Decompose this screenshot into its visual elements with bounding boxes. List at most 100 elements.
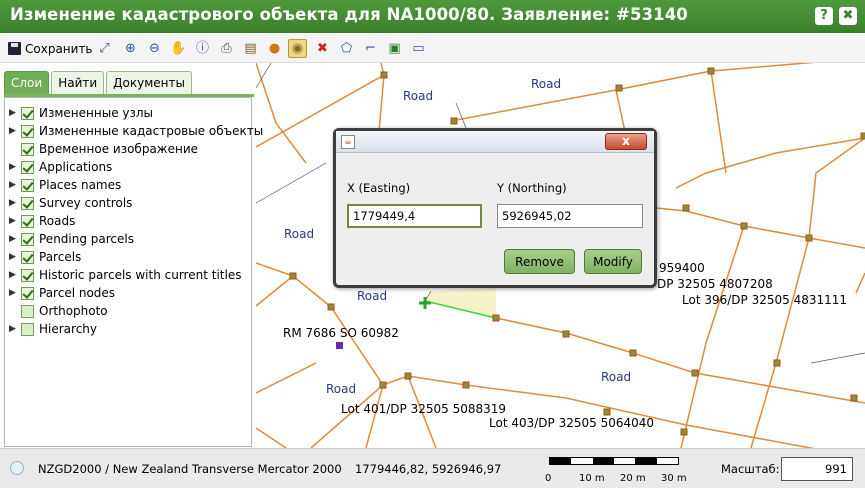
layer-row[interactable]: ▶ Измененные узлы bbox=[9, 104, 153, 122]
scale-bar bbox=[549, 457, 679, 465]
road-label-5: Road bbox=[326, 382, 357, 396]
layer-row[interactable]: ▶Historic parcels with current titles bbox=[9, 266, 241, 284]
zoom-out-icon[interactable]: ⊖ bbox=[149, 41, 160, 56]
floppy-disk-icon bbox=[8, 42, 21, 55]
parcel-nodes bbox=[289, 67, 865, 436]
layer-checkbox[interactable] bbox=[21, 142, 34, 156]
scale-label: Масштаб: bbox=[721, 462, 780, 476]
title-bar: Изменение кадастрового объекта для NA100… bbox=[0, 0, 865, 33]
expand-arrow-icon[interactable]: ▶ bbox=[9, 270, 16, 280]
layer-checkbox[interactable] bbox=[21, 160, 34, 174]
expand-arrow-icon[interactable]: ▶ bbox=[9, 252, 16, 262]
tab-documents[interactable]: Документы bbox=[106, 71, 192, 95]
layer-checkbox[interactable] bbox=[21, 196, 34, 210]
layer-row[interactable]: ▶Hierarchy bbox=[9, 320, 97, 338]
scale-tick-10: 10 m bbox=[579, 473, 605, 484]
expand-arrow-icon[interactable]: ▶ bbox=[9, 324, 16, 334]
zoom-extent-icon[interactable]: ⤢ bbox=[99, 41, 110, 56]
layer-checkbox[interactable] bbox=[21, 214, 34, 228]
expand-arrow-icon[interactable]: ▶ bbox=[9, 288, 16, 298]
layer-row[interactable]: Временное изображение bbox=[9, 140, 198, 158]
layer-label: Roads bbox=[39, 214, 76, 228]
modify-button[interactable]: Modify bbox=[584, 249, 642, 274]
export-icon[interactable]: ▣ bbox=[388, 41, 401, 56]
scale-input[interactable] bbox=[781, 457, 853, 481]
layer-row[interactable]: ▶Измененные кадастровые объекты bbox=[9, 122, 263, 140]
crs-label: NZGD2000 / New Zealand Transverse Mercat… bbox=[38, 462, 342, 476]
layer-checkbox[interactable] bbox=[21, 322, 34, 336]
layer-checkbox[interactable] bbox=[21, 304, 34, 318]
edit-node-icon[interactable]: ◉ bbox=[288, 39, 307, 58]
status-bar: NZGD2000 / New Zealand Transverse Mercat… bbox=[0, 448, 865, 488]
info-icon[interactable]: ⓘ bbox=[195, 41, 209, 56]
x-easting-input[interactable] bbox=[347, 204, 482, 228]
help-button[interactable]: ? bbox=[815, 7, 833, 25]
expand-arrow-icon[interactable]: ▶ bbox=[9, 126, 16, 136]
layers-panel: Слои Найти Документы ▶ Измененные узлы ▶Из… bbox=[0, 63, 263, 448]
toolbar: Сохранить ⤢ ⊕ ⊖ ✋ ⓘ ⎙ ▤ ● ◉ ✖ ⬠ ⌐ ▣ ▭ bbox=[0, 33, 865, 63]
java-icon: ☕ bbox=[341, 135, 355, 149]
close-window-button[interactable]: ✖ bbox=[839, 7, 857, 25]
expand-arrow-icon[interactable]: ▶ bbox=[9, 234, 16, 244]
layer-label: Измененные узлы bbox=[39, 106, 154, 120]
pan-hand-icon[interactable]: ✋ bbox=[170, 41, 187, 56]
layer-checkbox[interactable] bbox=[21, 232, 34, 246]
dp-4807208-label: DP 32505 4807208 bbox=[657, 277, 773, 291]
selected-parcel-fill bbox=[425, 288, 496, 318]
road-label-1: Road bbox=[403, 89, 434, 103]
road-label-2: Road bbox=[531, 77, 562, 91]
parcel-lines bbox=[256, 63, 865, 364]
layer-checkbox[interactable] bbox=[21, 286, 34, 300]
layer-label: Parcels bbox=[39, 250, 82, 264]
layers-icon[interactable]: ▤ bbox=[244, 41, 257, 56]
save-button[interactable]: Сохранить bbox=[8, 40, 93, 57]
lot-396-label: Lot 396/DP 32505 4831111 bbox=[682, 293, 848, 307]
layer-row[interactable]: ▶Applications bbox=[9, 158, 112, 176]
layer-row[interactable]: ▶ Roads bbox=[9, 212, 75, 230]
window-title: Изменение кадастрового объекта для NA100… bbox=[10, 5, 688, 24]
print-icon[interactable]: ⎙ bbox=[221, 41, 232, 56]
expand-arrow-icon[interactable]: ▶ bbox=[9, 162, 16, 172]
select-line-icon[interactable]: ⌐ bbox=[365, 41, 376, 56]
dialog-close-button[interactable]: x bbox=[605, 133, 647, 150]
expand-arrow-icon[interactable]: ▶ bbox=[9, 108, 16, 118]
save-label: Сохранить bbox=[25, 41, 93, 56]
layer-label: Parcel nodes bbox=[39, 286, 116, 300]
layer-row[interactable]: ▶ Parcels bbox=[9, 248, 81, 266]
map-canvas[interactable]: Road Road Road Road Road Road RM 7686 SO… bbox=[256, 63, 865, 448]
layer-row[interactable]: ▶ Parcel nodes bbox=[9, 284, 115, 302]
layer-row[interactable]: ▶Survey controls bbox=[9, 194, 132, 212]
expand-arrow-icon[interactable]: ▶ bbox=[9, 216, 16, 226]
tab-find[interactable]: Найти bbox=[51, 71, 105, 95]
layer-row[interactable]: Orthophoto bbox=[9, 302, 108, 320]
delete-icon[interactable]: ✖ bbox=[317, 41, 328, 56]
dialog-titlebar: ☕ x bbox=[336, 131, 654, 153]
road-lines bbox=[256, 63, 865, 448]
add-node-icon[interactable]: ● bbox=[268, 41, 281, 56]
num-959400-label: 959400 bbox=[659, 261, 705, 275]
layer-row[interactable]: ▶Places names bbox=[9, 176, 121, 194]
remove-button[interactable]: Remove bbox=[504, 249, 575, 274]
lot-403-label: Lot 403/DP 32505 5064040 bbox=[489, 416, 655, 430]
select-polygon-icon[interactable]: ⬠ bbox=[340, 41, 353, 56]
layer-checkbox[interactable] bbox=[21, 106, 34, 120]
road-label-6: Road bbox=[601, 370, 632, 384]
expand-arrow-icon[interactable]: ▶ bbox=[9, 180, 16, 190]
y-northing-input[interactable] bbox=[497, 204, 643, 228]
layer-checkbox[interactable] bbox=[21, 178, 34, 192]
tab-layers[interactable]: Слои bbox=[4, 71, 50, 95]
vertex-marker bbox=[419, 297, 431, 309]
layer-checkbox[interactable] bbox=[21, 268, 34, 282]
tabs-divider bbox=[4, 94, 254, 97]
expand-arrow-icon[interactable]: ▶ bbox=[9, 198, 16, 208]
road-label-4: Road bbox=[357, 289, 388, 303]
x-easting-label: X (Easting) bbox=[347, 181, 411, 195]
layer-row[interactable]: ▶Pending parcels bbox=[9, 230, 134, 248]
layer-checkbox[interactable] bbox=[21, 124, 34, 138]
zoom-in-icon[interactable]: ⊕ bbox=[125, 41, 136, 56]
layer-checkbox[interactable] bbox=[21, 250, 34, 264]
scale-tick-0: 0 bbox=[545, 473, 552, 484]
layer-label: Orthophoto bbox=[39, 304, 108, 318]
globe-icon bbox=[10, 461, 24, 475]
screen-icon[interactable]: ▭ bbox=[412, 41, 425, 56]
